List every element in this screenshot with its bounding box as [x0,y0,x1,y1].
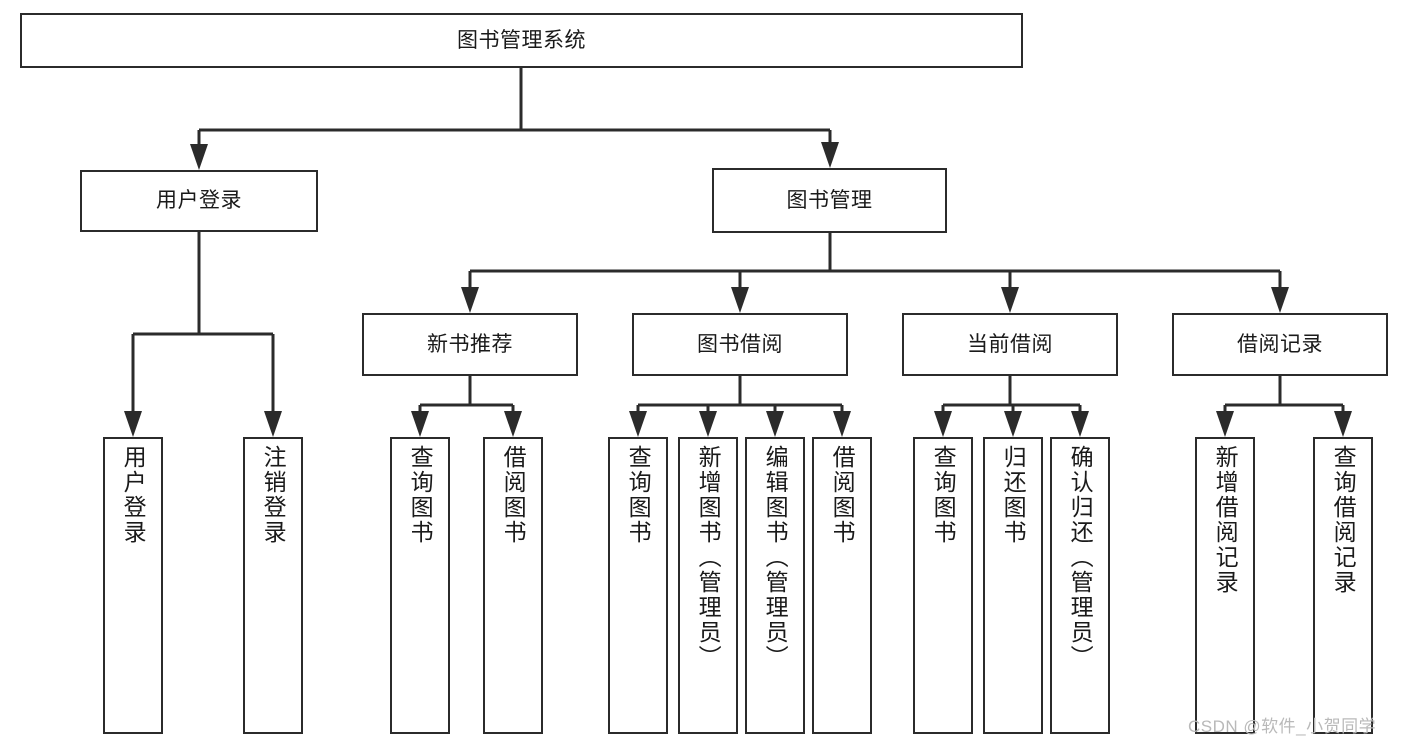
node-l3_c4[interactable]: 借阅图书 [812,437,872,734]
node-label-l2_newbook: 新书推荐 [427,332,513,356]
node-label-l3_d2: 归还图书 [1000,445,1027,545]
node-l3_c2[interactable]: 新增图书（管理员） [678,437,738,734]
node-label-l1_login: 用户登录 [156,189,242,213]
node-l3_b2[interactable]: 借阅图书 [483,437,543,734]
arrow-head-3 [731,287,749,313]
node-label-l3_c3: 编辑图书（管理员） [762,445,789,670]
arrow-head-13 [833,411,851,437]
watermark: CSDN @软件_小贺同学 [1188,717,1377,736]
node-l2_records[interactable]: 借阅记录 [1172,313,1388,376]
node-l3_b1[interactable]: 查询图书 [390,437,450,734]
node-l3_d3[interactable]: 确认归还（管理员） [1050,437,1110,734]
node-l3_c1[interactable]: 查询图书 [608,437,668,734]
arrow-head-14 [934,411,952,437]
arrow-head-18 [1334,411,1352,437]
arrow-head-11 [699,411,717,437]
node-l3_e1[interactable]: 新增借阅记录 [1195,437,1255,734]
node-label-root: 图书管理系统 [457,28,586,52]
node-l1_login[interactable]: 用户登录 [80,170,318,232]
arrow-head-8 [411,411,429,437]
node-l3_d2[interactable]: 归还图书 [983,437,1043,734]
arrow-head-2 [461,287,479,313]
node-l3_d1[interactable]: 查询图书 [913,437,973,734]
node-label-l3_a2: 注销登录 [260,445,287,545]
node-label-l3_e2: 查询借阅记录 [1330,445,1357,595]
node-label-l3_c4: 借阅图书 [829,445,856,545]
node-label-l3_b1: 查询图书 [407,445,434,545]
node-l3_c3[interactable]: 编辑图书（管理员） [745,437,805,734]
arrow-head-9 [504,411,522,437]
node-label-l3_e1: 新增借阅记录 [1212,445,1239,595]
node-l3_e2[interactable]: 查询借阅记录 [1313,437,1373,734]
arrow-head-5 [1271,287,1289,313]
arrow-head-0 [190,144,208,170]
node-label-l2_current: 当前借阅 [967,332,1053,356]
arrow-head-10 [629,411,647,437]
node-l2_current[interactable]: 当前借阅 [902,313,1118,376]
arrow-head-15 [1004,411,1022,437]
arrow-head-17 [1216,411,1234,437]
arrow-head-12 [766,411,784,437]
node-label-l3_b2: 借阅图书 [500,445,527,545]
arrow-head-4 [1001,287,1019,313]
node-l2_newbook[interactable]: 新书推荐 [362,313,578,376]
node-label-l3_c2: 新增图书（管理员） [695,445,722,670]
node-label-l3_d3: 确认归还（管理员） [1067,445,1094,670]
node-label-l3_c1: 查询图书 [625,445,652,545]
node-l1_bookmgr[interactable]: 图书管理 [712,168,947,233]
arrow-head-16 [1071,411,1089,437]
node-label-l1_bookmgr: 图书管理 [786,188,873,212]
node-label-l3_a1: 用户登录 [120,445,147,545]
node-l3_a2[interactable]: 注销登录 [243,437,303,734]
node-l2_borrow[interactable]: 图书借阅 [632,313,848,376]
node-root[interactable]: 图书管理系统 [20,13,1023,68]
node-l3_a1[interactable]: 用户登录 [103,437,163,734]
arrow-head-6 [124,411,142,437]
node-label-l3_d1: 查询图书 [930,445,957,545]
arrow-head-1 [821,142,839,168]
node-label-l2_records: 借阅记录 [1237,332,1323,356]
arrow-head-7 [264,411,282,437]
node-label-l2_borrow: 图书借阅 [697,332,783,356]
